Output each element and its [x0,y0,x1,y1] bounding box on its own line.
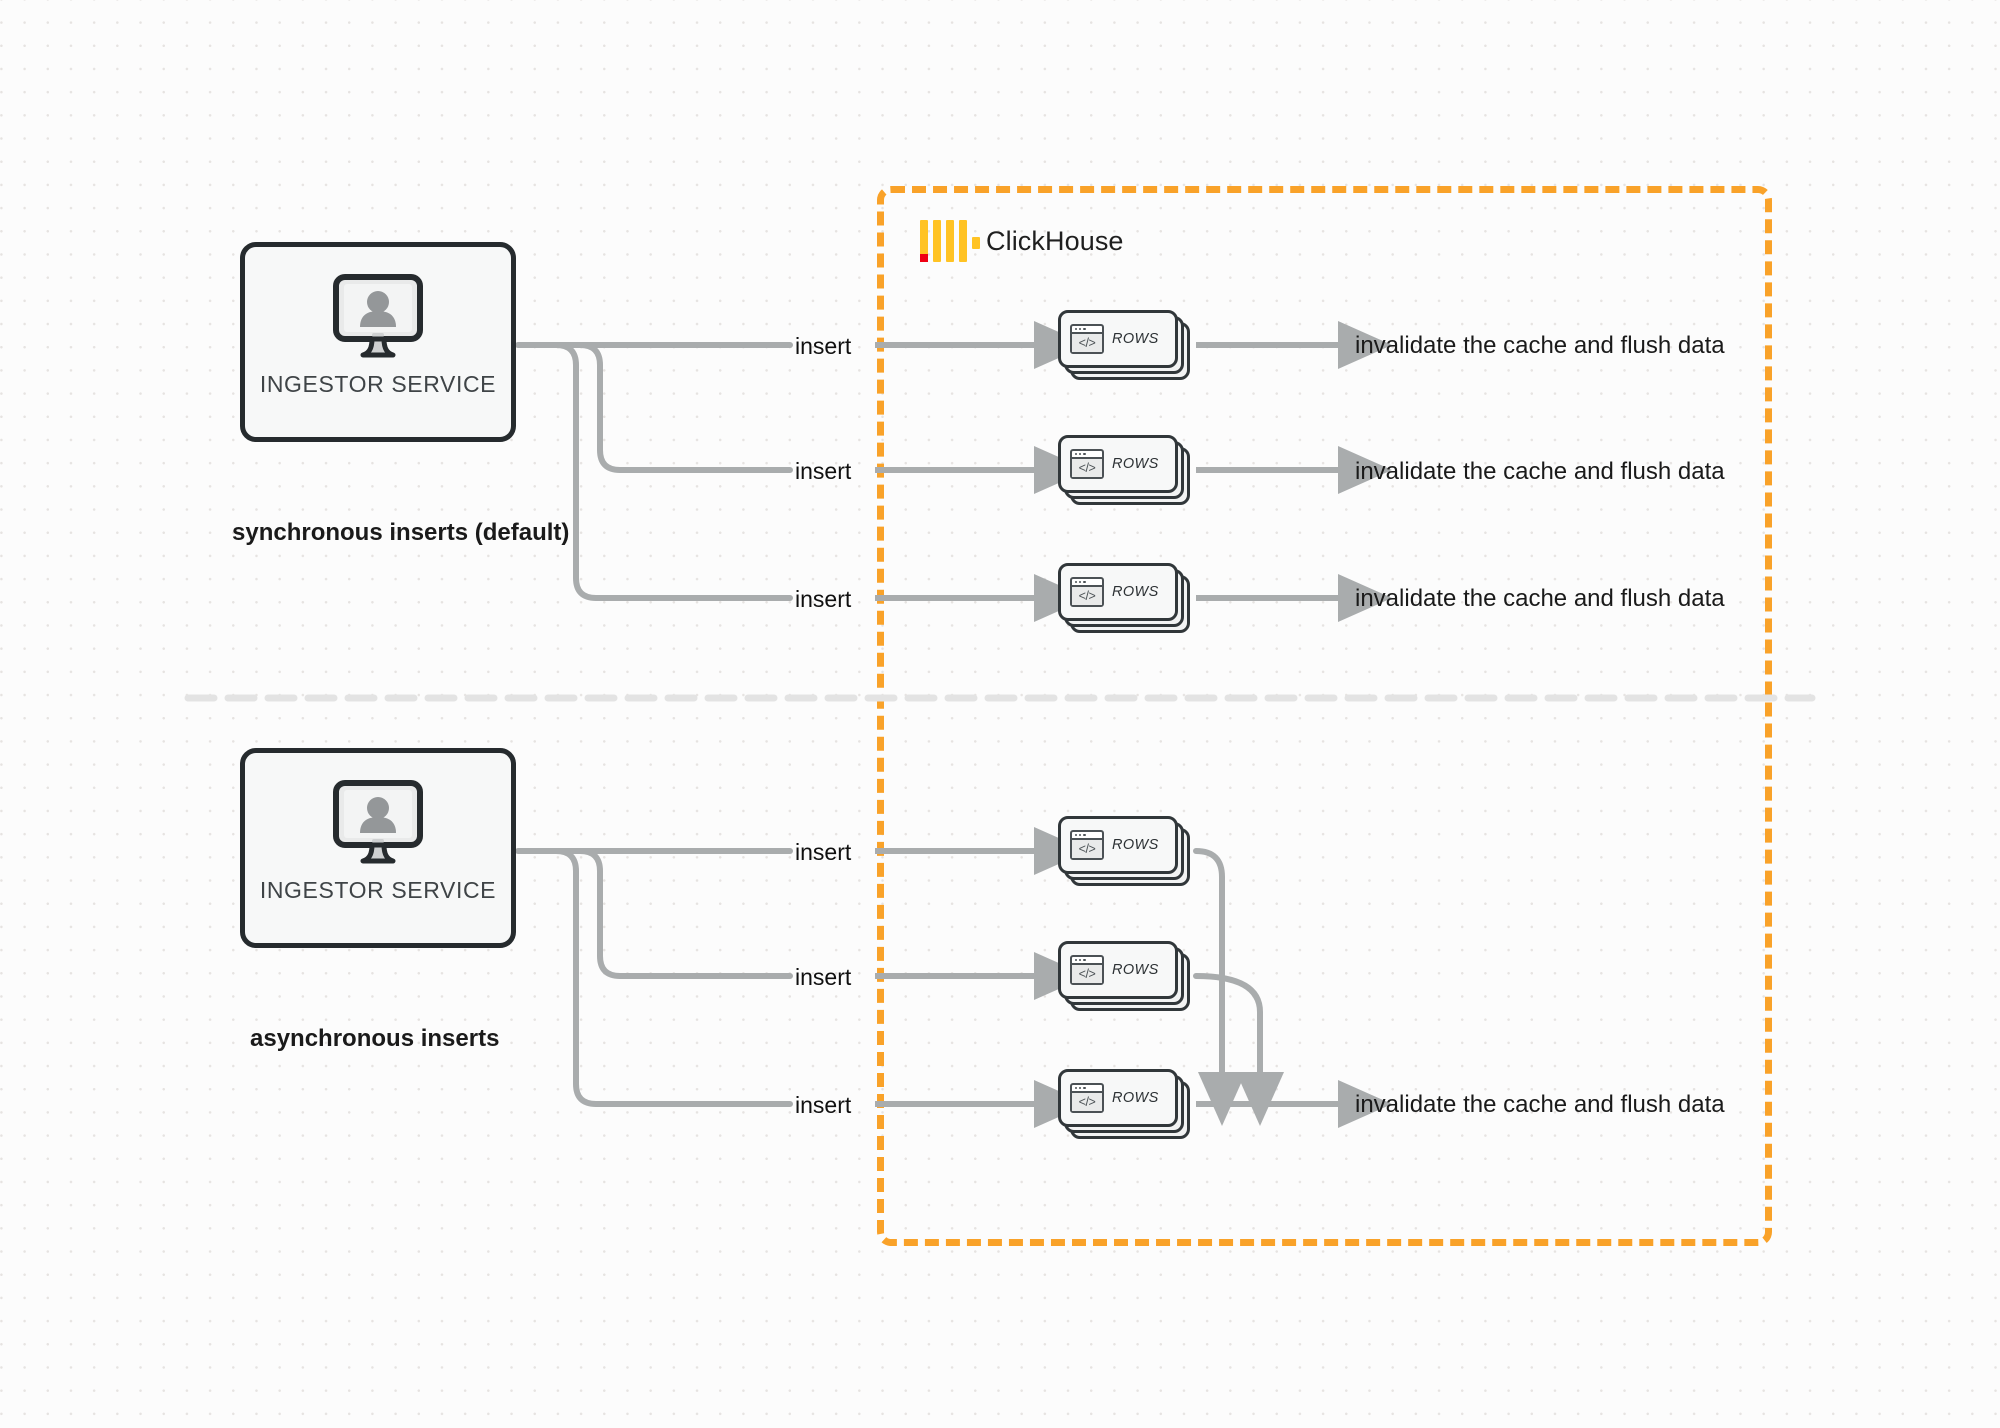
ingestor-service-sync[interactable]: INGESTOR SERVICE [240,242,516,442]
rows-node-sync-2[interactable]: </> ROWS [1058,435,1190,505]
edge-label-sync-insert-1: insert [795,333,852,359]
async-wire-3 [553,848,793,1107]
sync-wire-3 [553,342,793,601]
code-window-icon: </> [1070,324,1104,354]
monitor-user-icon [333,274,423,358]
ingestor-service-async[interactable]: INGESTOR SERVICE [240,748,516,948]
rows-node-async-1-label: ROWS [1112,837,1159,853]
edge-label-sync-insert-2: insert [795,458,852,484]
sink-label-async-1: invalidate the cache and flush data [1355,1091,1725,1118]
rows-card-front: </> ROWS [1058,941,1178,999]
code-window-icon: </> [1070,830,1104,860]
ingestor-service-sync-caption: INGESTOR SERVICE [259,371,497,397]
sink-label-sync-2: invalidate the cache and flush data [1355,458,1725,485]
edge-label-async-insert-1: insert [795,839,852,865]
group-label-synchronous: synchronous inserts (default) [232,519,570,546]
edge-label-sync-insert-3: insert [795,586,852,612]
rows-node-sync-2-label: ROWS [1112,456,1159,472]
rows-node-async-2-label: ROWS [1112,962,1159,978]
async-wire-2 [577,848,793,979]
rows-card-front: </> ROWS [1058,435,1178,493]
ingestor-service-async-caption: INGESTOR SERVICE [259,877,497,903]
code-window-icon: </> [1070,955,1104,985]
clickhouse-name: ClickHouse [986,225,1124,256]
rows-card-front: </> ROWS [1058,563,1178,621]
rows-card-front: </> ROWS [1058,816,1178,874]
sync-wire-2 [577,342,793,473]
rows-node-sync-1-label: ROWS [1112,331,1159,347]
code-window-icon: </> [1070,1083,1104,1113]
sink-label-sync-1: invalidate the cache and flush data [1355,332,1725,359]
rows-node-sync-1[interactable]: </> ROWS [1058,310,1190,380]
code-window-icon: </> [1070,449,1104,479]
clickhouse-boundary [877,186,1772,1246]
code-window-icon: </> [1070,577,1104,607]
rows-node-sync-3-label: ROWS [1112,584,1159,600]
group-label-asynchronous: asynchronous inserts [250,1025,500,1052]
edge-label-async-insert-3: insert [795,1092,852,1118]
rows-card-front: </> ROWS [1058,310,1178,368]
clickhouse-logo-icon [920,220,980,262]
edge-label-async-insert-2: insert [795,964,852,990]
sink-label-sync-3: invalidate the cache and flush data [1355,585,1725,612]
rows-node-async-3[interactable]: </> ROWS [1058,1069,1190,1139]
rows-card-front: </> ROWS [1058,1069,1178,1127]
clickhouse-header: ClickHouse [920,218,1124,264]
rows-node-async-3-label: ROWS [1112,1090,1159,1106]
rows-node-async-2[interactable]: </> ROWS [1058,941,1190,1011]
rows-node-async-1[interactable]: </> ROWS [1058,816,1190,886]
rows-node-sync-3[interactable]: </> ROWS [1058,563,1190,633]
monitor-user-icon [333,780,423,864]
